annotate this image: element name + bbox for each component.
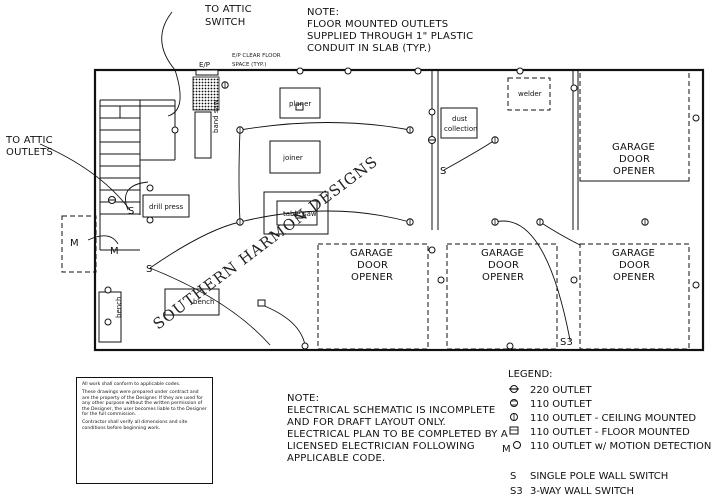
220-outlets: [108, 136, 436, 204]
svg-text:SUPPLIED THROUGH 1" PLASTIC: SUPPLIED THROUGH 1" PLASTIC: [307, 31, 473, 42]
svg-text:OPENER: OPENER: [482, 272, 524, 283]
garage-door-2-label: GARAGE DOOR OPENER: [481, 248, 524, 283]
garage-door-2: [446, 243, 558, 350]
stairs: [99, 99, 176, 251]
svg-text:SWITCH: SWITCH: [205, 17, 245, 28]
svg-text:NOTE:: NOTE:: [307, 7, 339, 18]
switch-symbol: S: [146, 264, 153, 275]
table-saw-label: table saw: [283, 210, 317, 218]
disclaimer-line: All work shall conform to applicable cod…: [82, 382, 181, 387]
ep-clear-note: E/P CLEAR FLOOR SPACE (TYP.): [232, 53, 281, 68]
svg-text:OUTLETS: OUTLETS: [6, 147, 53, 158]
floor-outlets-note: NOTE: FLOOR MOUNTED OUTLETS SUPPLIED THR…: [307, 7, 473, 54]
svg-text:ELECTRICAL SCHEMATIC IS INCOMP: ELECTRICAL SCHEMATIC IS INCOMPLETE: [287, 405, 495, 416]
ep-label: E/P: [199, 61, 210, 69]
legend-item: 220 OUTLET: [530, 385, 592, 396]
switch-symbol: S: [440, 166, 447, 177]
svg-text:OPENER: OPENER: [613, 166, 655, 177]
svg-text:DOOR: DOOR: [619, 260, 650, 271]
svg-text:GARAGE: GARAGE: [612, 142, 655, 153]
svg-text:GARAGE: GARAGE: [612, 248, 655, 259]
110-outlet-icon: [510, 399, 518, 407]
legend-item: 110 OUTLET - CEILING MOUNTED: [530, 413, 696, 424]
legend-title: LEGEND:: [508, 369, 553, 380]
exterior-zone-left: [61, 215, 97, 273]
svg-text:FLOOR MOUNTED OUTLETS: FLOOR MOUNTED OUTLETS: [307, 19, 448, 30]
band-saw-box: [194, 111, 212, 159]
bench-side-label: bench: [115, 297, 123, 318]
dust-collection-box: [440, 107, 478, 139]
legend-item: SINGLE POLE WALL SWITCH: [530, 471, 668, 482]
joiner-box: [269, 140, 321, 174]
svg-text:LICENSED ELECTRICIAN FOLLOWING: LICENSED ELECTRICIAN FOLLOWING: [287, 441, 475, 452]
disclaimer-line: These drawings were prepared under contr…: [82, 390, 207, 418]
three-way-switch-symbol: S3: [560, 337, 573, 348]
planer-box: [279, 87, 321, 119]
single-pole-switch-icon: S: [510, 471, 516, 482]
svg-text:OPENER: OPENER: [613, 272, 655, 283]
garage-door-1: [317, 243, 429, 350]
svg-text:CONDUIT IN SLAB (TYP.): CONDUIT IN SLAB (TYP.): [307, 43, 431, 54]
svg-text:APPLICABLE CODE.: APPLICABLE CODE.: [287, 453, 385, 464]
welder-box: [507, 77, 551, 111]
bench-box: [164, 288, 220, 316]
svg-text:TO ATTIC: TO ATTIC: [5, 135, 53, 146]
floor-outlets: [257, 103, 304, 307]
welder-label: welder: [518, 90, 542, 98]
motion-outlet-icon: M: [502, 444, 511, 455]
schematic-note: NOTE: ELECTRICAL SCHEMATIC IS INCOMPLETE…: [287, 393, 508, 464]
svg-text:DOOR: DOOR: [488, 260, 519, 271]
legend-item: 110 OUTLET: [530, 399, 592, 410]
joiner-label: joiner: [282, 154, 303, 162]
electrical-panel: [195, 69, 219, 76]
garage-door-4-label: GARAGE DOOR OPENER: [612, 142, 655, 177]
clear-floor-space-hatch: [192, 76, 220, 111]
legend-item: 110 OUTLET w/ MOTION DETECTION: [530, 441, 711, 452]
svg-text:DOOR: DOOR: [357, 260, 388, 271]
svg-text:E/P CLEAR FLOOR: E/P CLEAR FLOOR: [232, 53, 281, 59]
dust-collection-label: dust: [452, 115, 468, 123]
svg-text:ELECTRICAL PLAN TO BE COMPLETE: ELECTRICAL PLAN TO BE COMPLETED BY A: [287, 429, 508, 440]
svg-text:OPENER: OPENER: [351, 272, 393, 283]
to-attic-outlets-note: TO ATTIC OUTLETS: [5, 135, 53, 158]
planer-label: planer: [289, 100, 311, 108]
motion-outlet-label: M: [70, 238, 79, 249]
disclaimer-line: Contractor shall verify all dimensions a…: [82, 420, 188, 431]
ceiling-outlets: [221, 81, 649, 226]
svg-text:DOOR: DOOR: [619, 154, 650, 165]
svg-text:AND FOR DRAFT LAYOUT ONLY.: AND FOR DRAFT LAYOUT ONLY.: [287, 417, 446, 428]
to-attic-switch-note: TO ATTIC SWITCH: [204, 4, 252, 28]
switch-symbol: S: [128, 206, 135, 217]
svg-text:TO ATTIC: TO ATTIC: [204, 4, 252, 15]
drill-press-label: drill press: [149, 203, 184, 211]
wiring: [39, 11, 581, 346]
building-outline: [93, 68, 705, 352]
disclaimer-box: All work shall conform to applicable cod…: [76, 377, 213, 484]
svg-text:GARAGE: GARAGE: [350, 248, 393, 259]
garage-door-3-label: GARAGE DOOR OPENER: [612, 248, 655, 283]
dust-collection-label-2: collection: [444, 125, 478, 133]
drill-press-box: [142, 194, 190, 218]
bench-label: bench: [193, 298, 214, 306]
svg-text:NOTE:: NOTE:: [287, 393, 319, 404]
wall-outlets: [104, 67, 700, 350]
band-saw-label: band saw: [212, 99, 220, 133]
legend-item: 3-WAY WALL SWITCH: [530, 486, 634, 497]
garage-door-3: [579, 243, 690, 350]
svg-text:SPACE (TYP.): SPACE (TYP.): [232, 62, 266, 68]
legend: LEGEND: 220 OUTLET 110 OUTLET 110 OUTLET…: [502, 369, 711, 497]
motion-outlet-label: M: [110, 246, 119, 257]
garage-door-1-label: GARAGE DOOR OPENER: [350, 248, 393, 283]
svg-text:GARAGE: GARAGE: [481, 248, 524, 259]
floor-outlet-icon: [509, 426, 519, 435]
legend-item: 110 OUTLET - FLOOR MOUNTED: [530, 427, 690, 438]
three-way-switch-icon: S3: [510, 486, 523, 497]
